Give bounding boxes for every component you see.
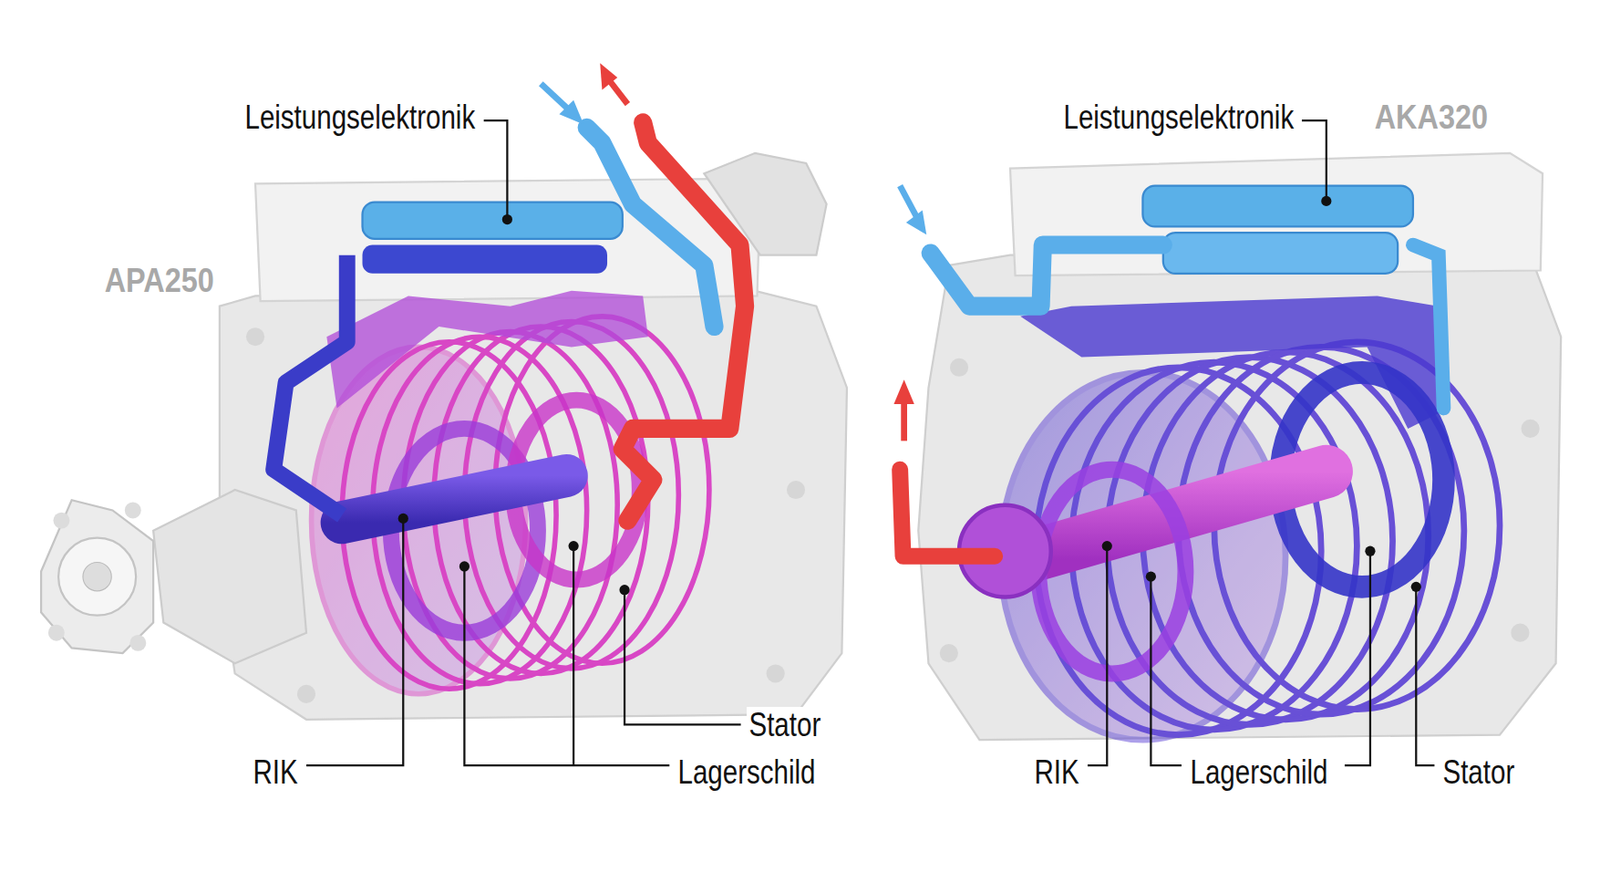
housing-right bbox=[918, 153, 1561, 740]
frame-right bbox=[1020, 295, 1449, 428]
part-label: RIK bbox=[1032, 753, 1082, 791]
arrowhead-in-right bbox=[906, 209, 927, 235]
pe-cooler-left bbox=[362, 202, 623, 239]
pipe-out-right bbox=[899, 469, 995, 557]
part-label: Stator bbox=[1440, 753, 1518, 791]
model-name: APA250 bbox=[102, 262, 217, 300]
part-label: Leistungselektronik bbox=[242, 99, 478, 136]
arrow-out-right bbox=[900, 402, 908, 441]
arrowhead-in-left bbox=[558, 100, 584, 125]
part-label: Lagerschild bbox=[1187, 753, 1331, 791]
model-name: AKA320 bbox=[1372, 99, 1491, 136]
pe-cooler-right-2 bbox=[1163, 232, 1398, 274]
leader-dots bbox=[398, 196, 1422, 595]
bearing-shield-right-2 bbox=[1038, 469, 1186, 674]
pe-cooler-right bbox=[1142, 185, 1413, 228]
arrow-in-right bbox=[899, 185, 917, 217]
part-label: Lagerschild bbox=[675, 753, 818, 791]
part-label: Leistungselektronik bbox=[1061, 99, 1297, 136]
part-label: RIK bbox=[250, 753, 300, 791]
pipe-right-side bbox=[1413, 245, 1445, 409]
frame-left bbox=[326, 290, 648, 409]
stator-right bbox=[1000, 341, 1500, 740]
leader-lines bbox=[306, 120, 1435, 765]
pipe-in-right bbox=[930, 245, 1164, 307]
arrowhead-out-right bbox=[893, 379, 914, 404]
rotor-shaft-left bbox=[341, 474, 567, 522]
arrowhead-out-left bbox=[599, 62, 618, 90]
arrow-out-left bbox=[609, 82, 628, 105]
part-label: Stator bbox=[746, 706, 824, 744]
pipe-out-left bbox=[622, 122, 745, 520]
pe-cooler-left-2 bbox=[362, 245, 609, 274]
pipe-left-dark bbox=[273, 255, 348, 516]
